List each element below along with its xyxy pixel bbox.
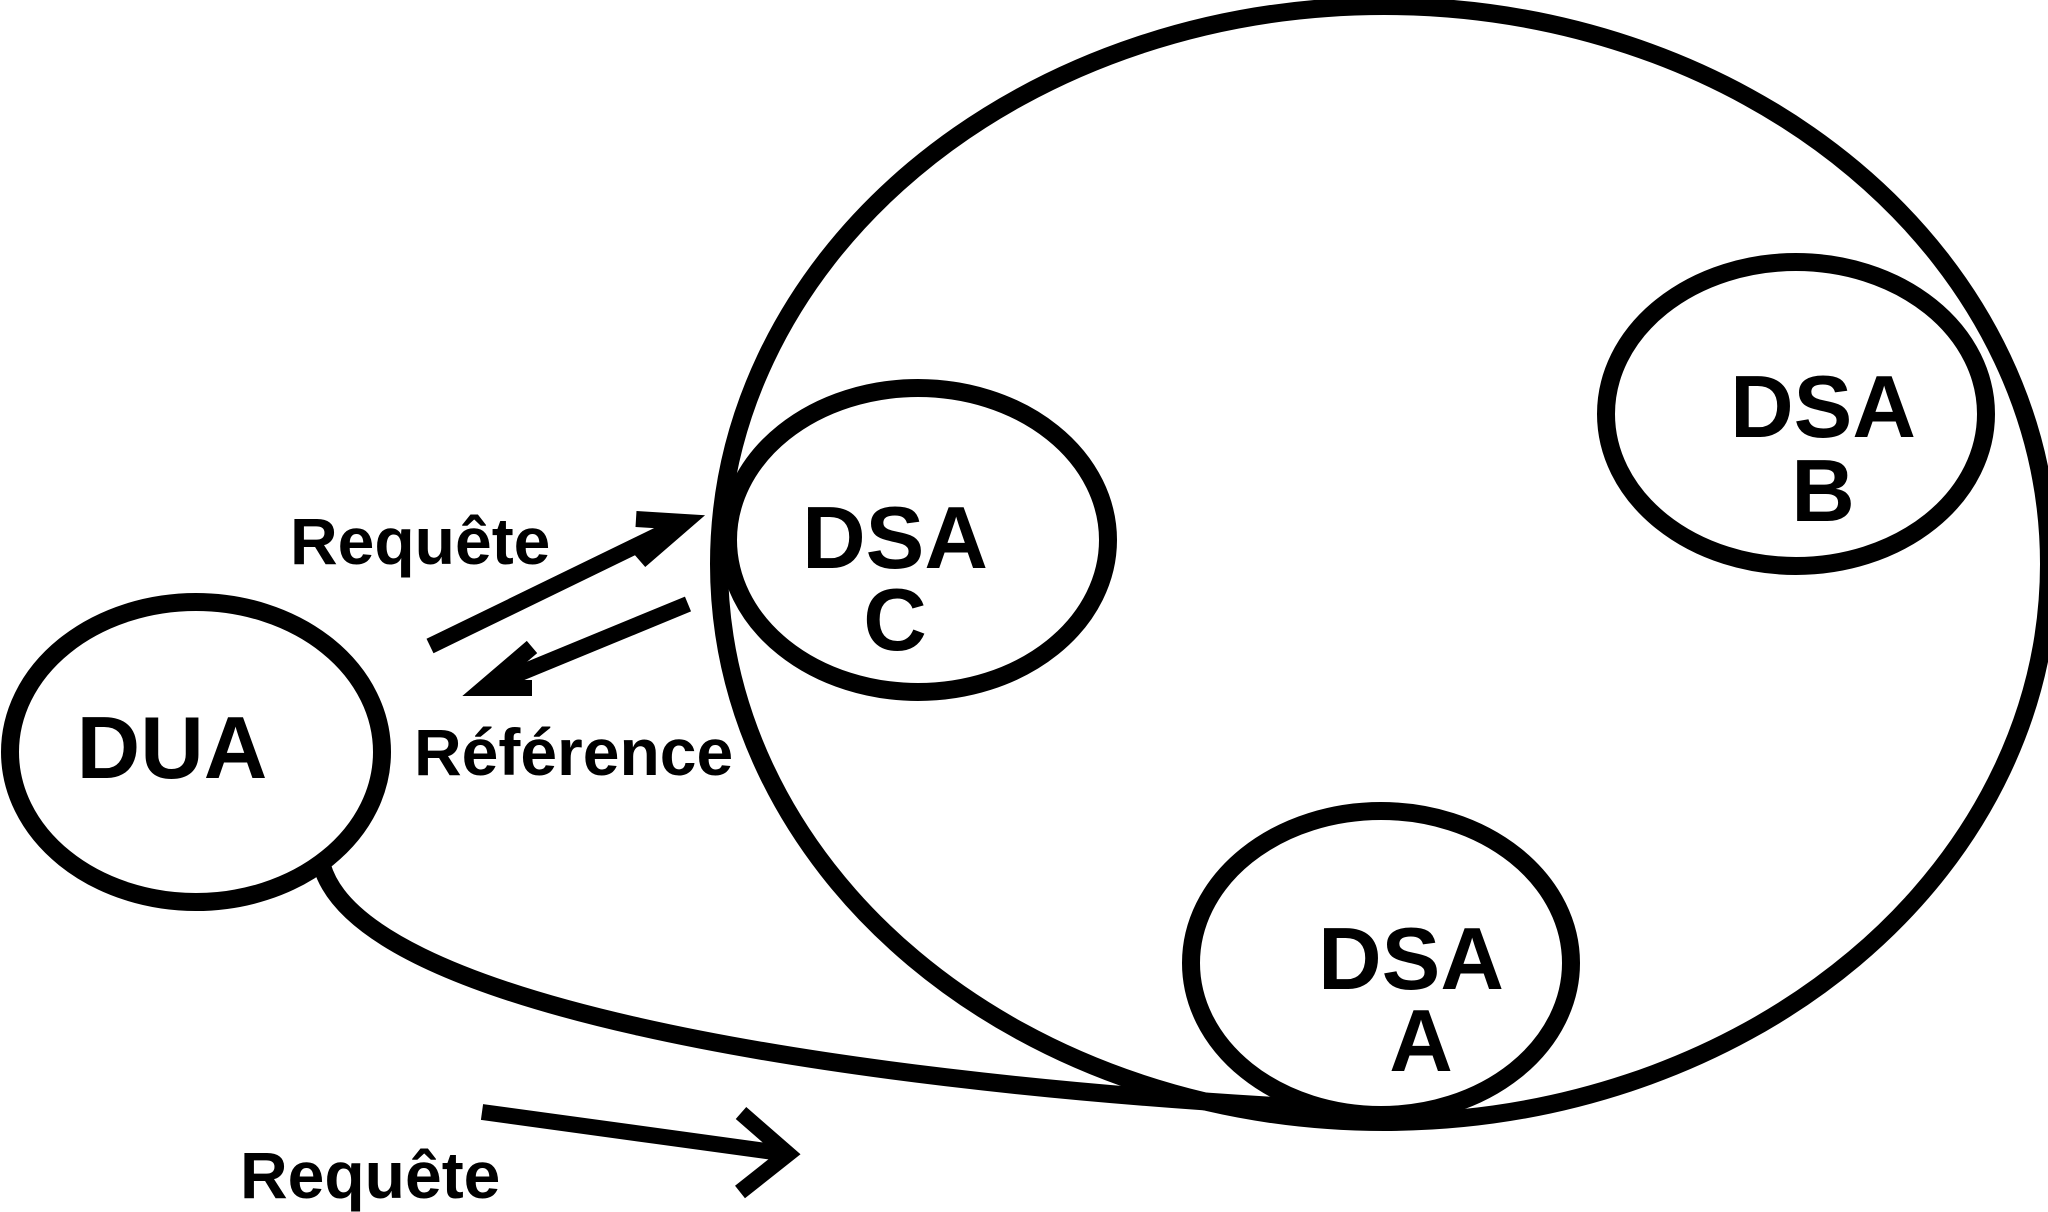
dsa-a-label-line1: DSA (1318, 909, 1504, 1008)
request-arrow-top (426, 514, 689, 654)
dua-label: DUA (77, 698, 268, 797)
reference-arrow (480, 596, 692, 696)
request-arrow-bottom-head (735, 1106, 801, 1199)
dsa-a-node (1182, 802, 1580, 1124)
dsa-c-label-line1: DSA (802, 488, 988, 587)
dsa-b-label-line1: DSA (1730, 357, 1916, 456)
request-label-top: Requête (290, 504, 550, 578)
dsa-b-label-line2: B (1791, 441, 1855, 540)
dua-to-dsa-a-curve (313, 863, 1311, 1117)
dsa-b-node (1597, 253, 1995, 575)
request-label-bottom: Requête (240, 1138, 500, 1212)
request-arrow-top-head (634, 511, 706, 568)
dsa-c-label-line2: C (863, 570, 927, 669)
reference-arrow-head (462, 640, 538, 696)
request-arrow-bottom (480, 1104, 790, 1162)
reference-label: Référence (414, 715, 733, 789)
dua-node (1, 593, 391, 911)
dsa-a-label-line2: A (1389, 991, 1453, 1090)
dsa-c-node (719, 379, 1117, 701)
